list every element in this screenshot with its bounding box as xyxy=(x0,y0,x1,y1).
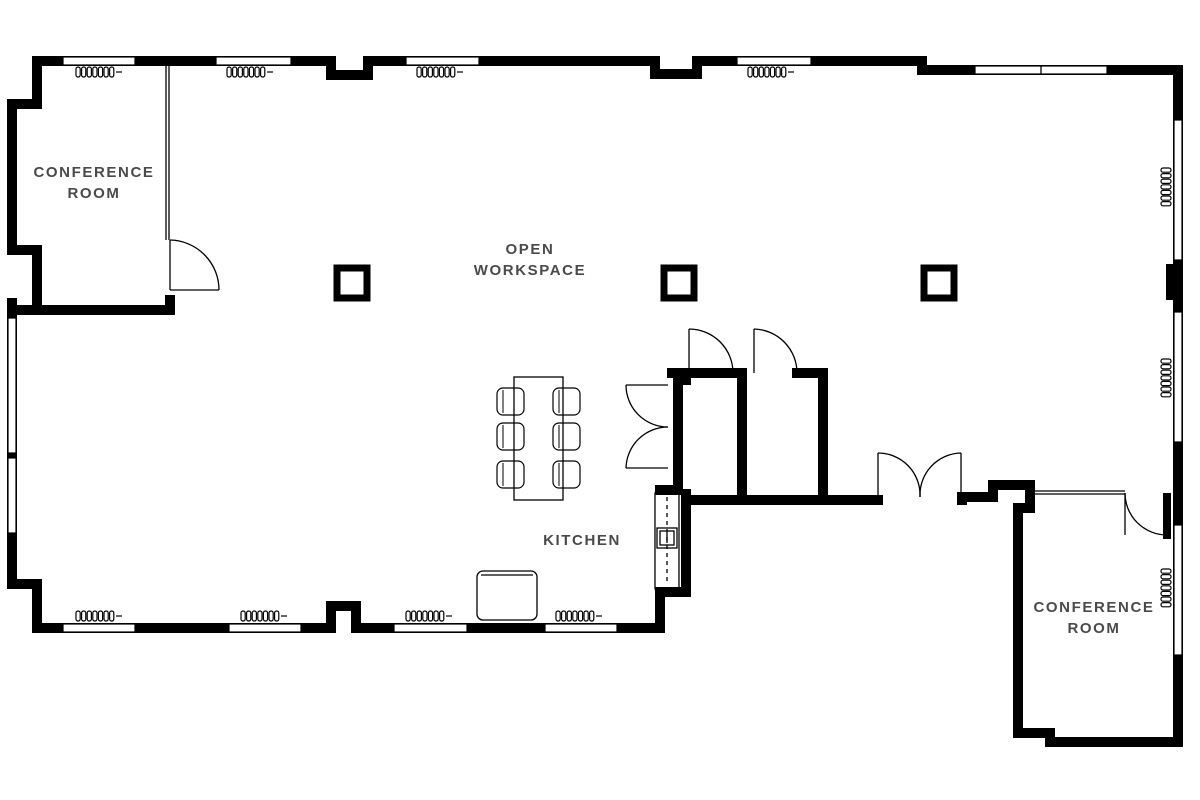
radiator-icon xyxy=(405,610,452,622)
table xyxy=(513,376,564,501)
radiator-icon xyxy=(75,66,122,78)
column xyxy=(660,264,698,302)
room-label-line: WORKSPACE xyxy=(473,262,587,279)
double-door xyxy=(877,452,962,498)
window xyxy=(1173,119,1183,261)
window xyxy=(7,457,17,534)
columns xyxy=(333,264,1180,302)
chair-icon xyxy=(552,387,581,416)
window xyxy=(1173,524,1183,656)
window xyxy=(393,623,468,633)
chair-icon xyxy=(496,387,525,416)
counter xyxy=(654,492,680,590)
column xyxy=(333,264,371,302)
radiator-icon xyxy=(240,610,287,622)
room-label-line: OPEN xyxy=(505,241,555,258)
room-label-open-workspace: OPEN WORKSPACE xyxy=(460,239,600,281)
window xyxy=(7,317,17,454)
window xyxy=(62,623,136,633)
room-label-line: ROOM xyxy=(1067,620,1121,637)
room-label-line: CONFERENCE xyxy=(1033,599,1155,616)
radiator-icon xyxy=(226,66,273,78)
windows xyxy=(7,56,1183,656)
interior-walls xyxy=(7,65,967,505)
room-label-line: ROOM xyxy=(67,185,121,202)
radiator-icon xyxy=(1160,358,1172,398)
room-label-line: KITCHEN xyxy=(543,532,621,549)
door xyxy=(1035,490,1171,539)
chair-icon xyxy=(552,460,581,489)
double-door xyxy=(625,384,669,469)
window xyxy=(228,623,302,633)
window xyxy=(736,56,812,66)
room-label-line: CONFERENCE xyxy=(33,164,155,181)
radiator-icon xyxy=(1160,568,1172,608)
window xyxy=(405,56,480,66)
column xyxy=(920,264,958,302)
radiator-icon xyxy=(416,66,463,78)
door xyxy=(753,328,798,374)
window xyxy=(62,56,136,66)
sink-icon xyxy=(656,527,678,549)
exterior-walls xyxy=(7,56,1183,747)
doors xyxy=(169,239,1171,539)
appliance xyxy=(476,570,538,621)
room-label-conference-left: CONFERENCE ROOM xyxy=(22,162,166,204)
window xyxy=(215,56,292,66)
window xyxy=(544,623,618,633)
kitchen-fixtures xyxy=(476,492,680,621)
radiator-icon xyxy=(747,66,794,78)
radiators xyxy=(75,66,1172,622)
window xyxy=(1173,311,1183,443)
radiator-icon xyxy=(1160,167,1172,207)
dining-table xyxy=(496,376,581,501)
chair-icon xyxy=(496,422,525,451)
radiator-icon xyxy=(555,610,602,622)
room-label-conference-right: CONFERENCE ROOM xyxy=(1026,597,1162,639)
radiator-icon xyxy=(75,610,122,622)
chair-icon xyxy=(496,460,525,489)
door xyxy=(688,328,734,374)
door xyxy=(169,239,220,291)
chair-icon xyxy=(552,422,581,451)
room-label-kitchen: KITCHEN xyxy=(532,530,632,551)
